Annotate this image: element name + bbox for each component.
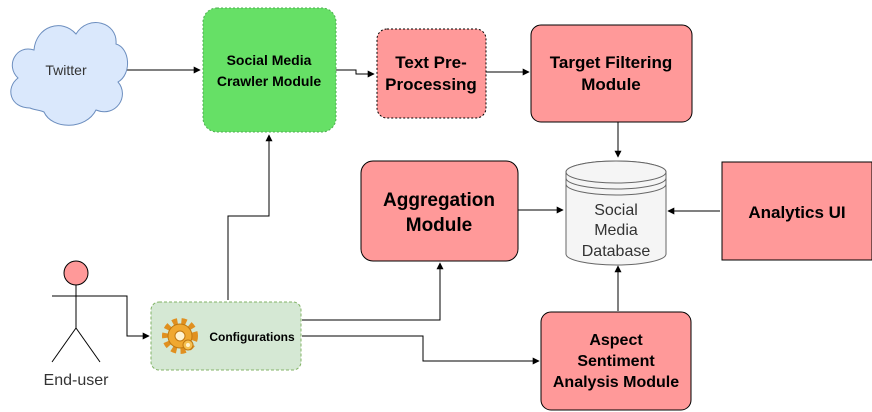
analytics-ui-node: Analytics UI xyxy=(721,161,872,261)
database-node: Social Media Database xyxy=(565,160,667,266)
gear-icon xyxy=(162,318,198,354)
arrow-config-to-sentiment xyxy=(302,335,540,365)
arrow-user-to-config xyxy=(100,295,150,340)
database-label-line3: Database xyxy=(582,243,651,260)
aggregation-label-line1: Aggregation xyxy=(383,190,495,211)
target-filtering-label-line2: Module xyxy=(581,75,641,94)
aggregation-label-line2: Module xyxy=(406,215,473,236)
preprocessing-node: Text Pre- Processing xyxy=(376,28,487,119)
aspect-sentiment-label-line3: Analysis Module xyxy=(553,374,679,391)
arrow-config-to-aggregation xyxy=(302,262,444,321)
end-user-label: End-user xyxy=(44,372,110,389)
twitter-node: Twitter xyxy=(10,22,128,126)
connectors xyxy=(100,66,720,365)
arrow-crawler-to-preprocessing xyxy=(336,69,375,78)
target-filtering-label-line1: Target Filtering xyxy=(550,53,672,72)
arrow-config-to-crawler xyxy=(227,134,273,300)
crawler-label-line2: Crawler Module xyxy=(217,73,321,89)
cloud-shape xyxy=(10,22,128,126)
crawler-label-line1: Social Media xyxy=(227,52,312,68)
analytics-ui-label: Analytics UI xyxy=(748,203,845,222)
database-label-line1: Social xyxy=(594,202,638,219)
crawler-node: Social Media Crawler Module xyxy=(202,7,337,133)
configurations-node: Configurations xyxy=(150,301,302,371)
aspect-sentiment-label-line2: Sentiment xyxy=(577,353,655,370)
aspect-sentiment-label-line1: Aspect xyxy=(589,332,643,349)
aggregation-node: Aggregation Module xyxy=(360,160,519,262)
configurations-label: Configurations xyxy=(209,330,295,344)
end-user-node: End-user xyxy=(44,260,110,389)
database-label-line2: Media xyxy=(594,222,638,239)
stick-figure-icon xyxy=(51,260,101,363)
preprocessing-label-line1: Text Pre- xyxy=(395,53,467,72)
twitter-label: Twitter xyxy=(45,62,87,78)
aspect-sentiment-node: Aspect Sentiment Analysis Module xyxy=(540,311,692,411)
target-filtering-node: Target Filtering Module xyxy=(530,24,693,123)
preprocessing-label-line2: Processing xyxy=(385,75,477,94)
